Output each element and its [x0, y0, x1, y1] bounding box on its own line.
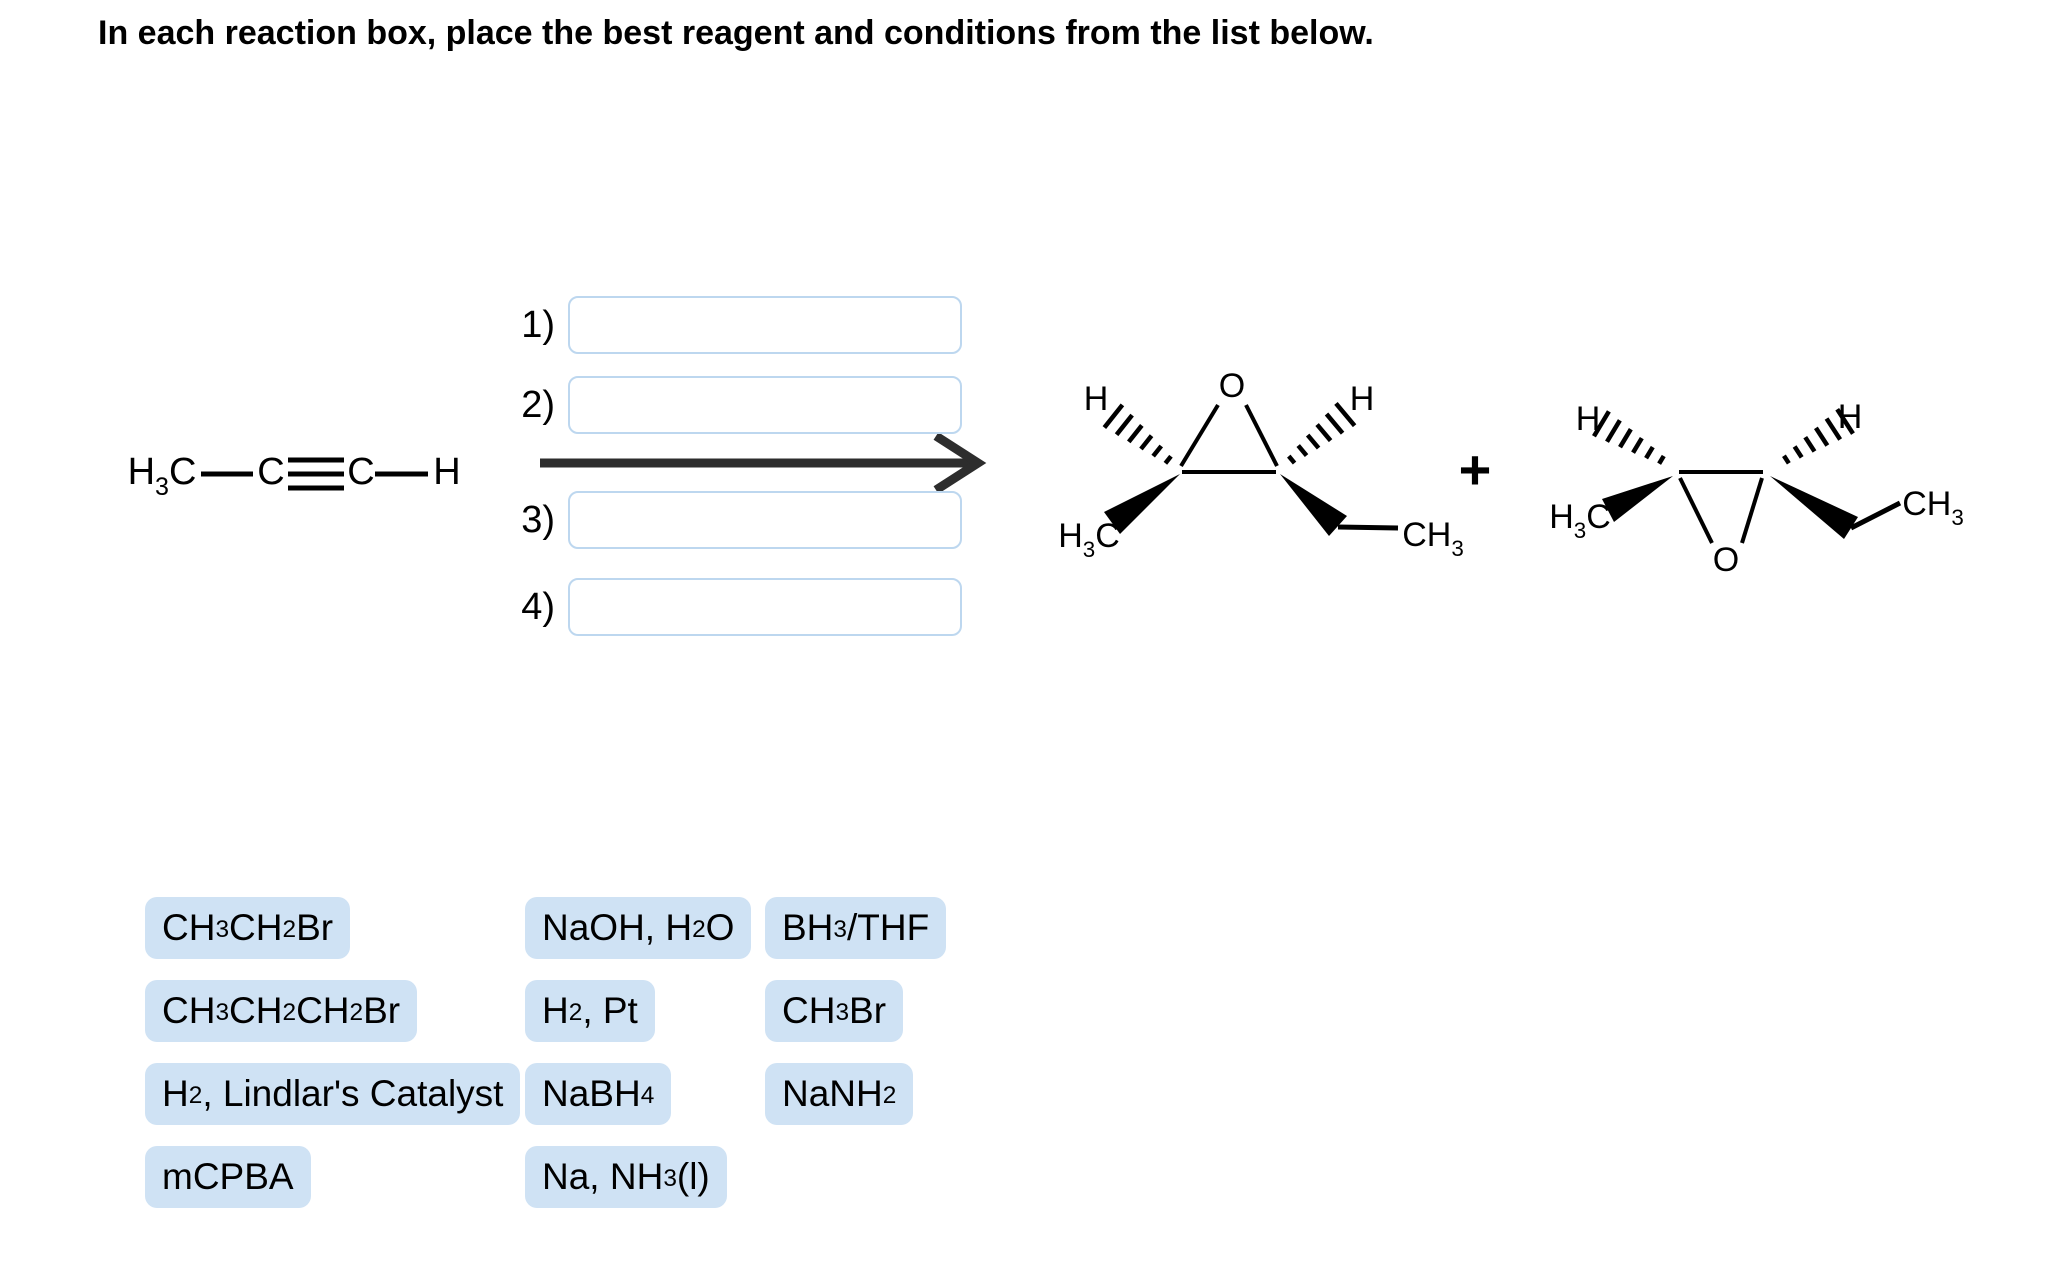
reagent-input-3[interactable]: [568, 491, 962, 549]
ring-co-bond: [1740, 477, 1764, 544]
product-1-methyl-left-label: H3C: [1058, 517, 1120, 562]
reactant-carbon-label: C: [257, 451, 285, 493]
bold-wedge: [1280, 474, 1347, 536]
step-4-label: 4): [521, 585, 555, 628]
reactant-methyl-label: H3C: [127, 451, 197, 501]
triple-bond: [288, 457, 344, 491]
methyl-bond: [1337, 524, 1399, 531]
reaction-arrow: [540, 432, 987, 494]
product-2-methyl-left-label: H3C: [1549, 498, 1611, 543]
reaction-step-3: 3): [455, 489, 962, 551]
reagent-input-1[interactable]: [568, 296, 962, 354]
product-1-oxygen-label: O: [1218, 367, 1246, 405]
product-2-oxygen-label: O: [1712, 541, 1740, 579]
reaction-step-2: 2): [455, 374, 962, 436]
step-3-label: 3): [521, 498, 555, 541]
product-2-h-left-label: H: [1575, 400, 1601, 438]
step-2-label: 2): [521, 383, 555, 426]
plus-sign: +: [1458, 437, 1492, 501]
product-2-methyl-right-label: CH3: [1902, 485, 1964, 530]
step-1-label: 1): [521, 303, 555, 346]
bold-wedge: [1104, 474, 1180, 534]
reactant-carbon-label: C: [347, 451, 375, 493]
reagent-input-2[interactable]: [568, 376, 962, 434]
question-title: In each reaction box, place the best rea…: [98, 14, 1374, 52]
product-1-h-left-label: H: [1083, 380, 1109, 418]
product-2-h-right-label: H: [1837, 398, 1863, 436]
bold-wedge: [1770, 476, 1858, 539]
reagent-input-4[interactable]: [568, 578, 962, 636]
reactant-bonds: [201, 457, 428, 491]
reactant-hydrogen-label: H: [433, 451, 461, 493]
methyl-bond: [1849, 500, 1902, 531]
ring-co-bond: [1244, 404, 1279, 467]
bold-wedge: [1602, 476, 1673, 522]
ring-co-bond: [1678, 477, 1714, 544]
product-1-structure: [1104, 403, 1399, 536]
reaction-step-1: 1): [455, 294, 962, 356]
product-1-methyl-right-label: CH3: [1402, 516, 1464, 561]
reaction-step-4: 4): [455, 576, 962, 638]
reagent-chip-mcpba[interactable]: mCPBA: [145, 1146, 311, 1208]
ring-co-bond: [1179, 403, 1220, 468]
product-2-structure: [1594, 409, 1902, 544]
product-1-h-right-label: H: [1349, 380, 1375, 418]
